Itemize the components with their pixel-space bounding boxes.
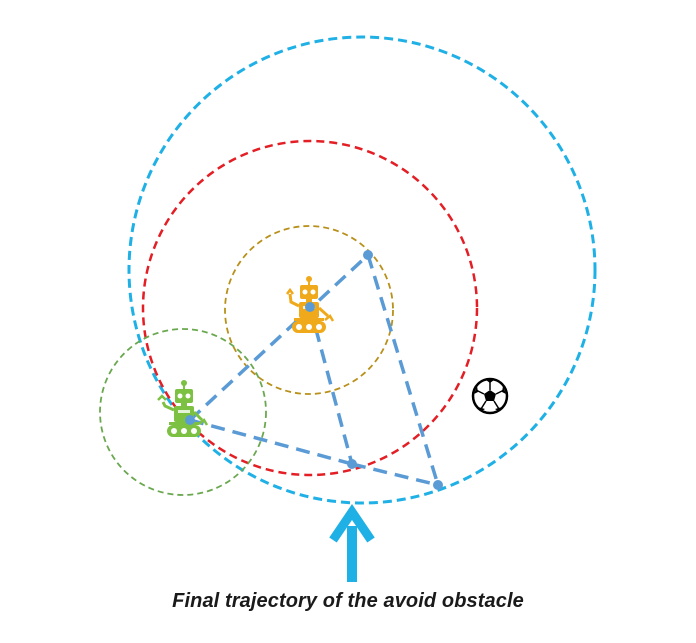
point-top <box>363 250 373 260</box>
up-arrow-icon <box>329 503 375 582</box>
outer-dashed-circle <box>127 35 597 505</box>
green-robot-icon <box>157 380 209 437</box>
trajectory-points <box>185 250 443 490</box>
point-bottom-right <box>433 480 443 490</box>
gold-dashed-circle <box>224 225 394 395</box>
point-start <box>185 415 195 425</box>
soccer-ball-icon <box>471 377 509 415</box>
diagram-caption: Final trajectory of the avoid obstacle <box>172 590 524 612</box>
orange-robot-icon <box>286 276 335 333</box>
point-orange-robot <box>305 302 315 312</box>
red-dashed-circle <box>141 139 479 477</box>
trajectory-lines <box>188 253 440 487</box>
point-bottom-mid <box>347 459 357 469</box>
green-dashed-circle <box>99 328 267 496</box>
